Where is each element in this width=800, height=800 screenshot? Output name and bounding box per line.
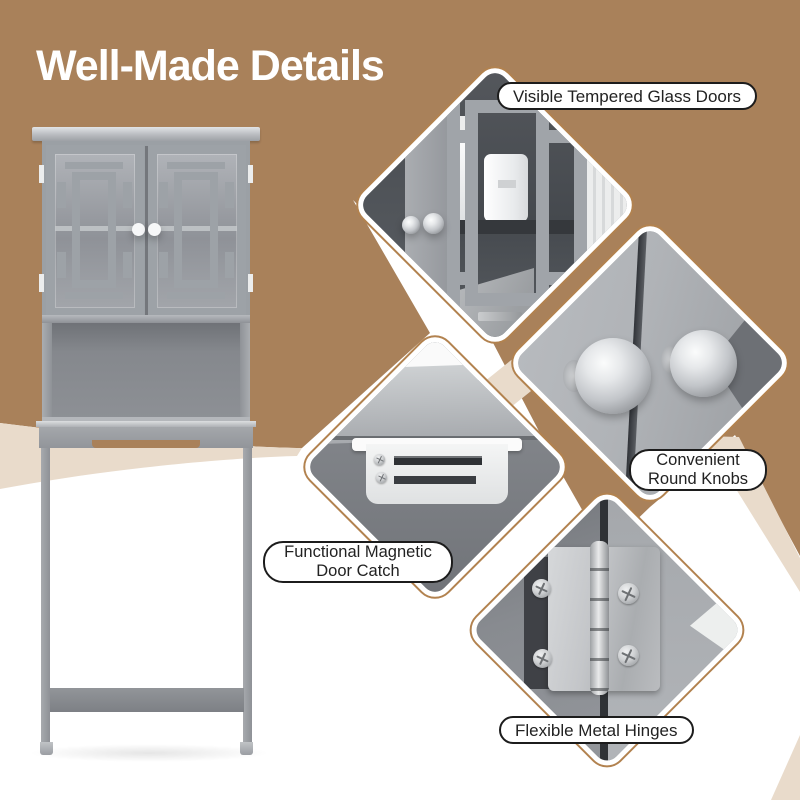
door-fret-ring [174, 172, 218, 288]
open-shelf-side-right [240, 323, 250, 423]
hinge-screw [532, 579, 551, 598]
catch-screw [376, 472, 387, 483]
door-fret-bar [167, 162, 225, 169]
door-knob-right [148, 223, 161, 236]
catch-plate-slot [394, 456, 482, 465]
callout-glass-doors: Visible Tempered Glass Doors [497, 82, 758, 110]
hinge-screw [618, 583, 639, 604]
door-fret-square [159, 182, 168, 208]
callout-door-catch-line1: Functional Magnetic [284, 543, 432, 561]
callout-door-catch: Functional Magnetic Door Catch [263, 541, 453, 583]
callout-round-knobs-line2: Round Knobs [648, 470, 748, 488]
fret-stub [458, 130, 468, 143]
hinge-screw [533, 649, 552, 668]
callout-glass-doors-label: Visible Tempered Glass Doors [513, 86, 742, 106]
catch-screw [374, 454, 385, 465]
door-shelf-line [55, 226, 135, 231]
door-fret-bar [65, 162, 123, 169]
open-shelf-side-left [42, 323, 52, 423]
door-fret-ring [72, 172, 116, 288]
open-shelf-floor [42, 417, 250, 423]
door-fret-square [159, 252, 168, 278]
stile-knob-small [402, 216, 420, 234]
door-fret-square [123, 182, 132, 208]
hinge-screw [618, 645, 639, 666]
leg-foot-right [240, 742, 253, 755]
callout-metal-hinges: Flexible Metal Hinges [499, 716, 694, 744]
door-shelf-line [157, 226, 237, 231]
round-knob-left [575, 338, 651, 414]
stile-knob-small [423, 213, 444, 234]
cabinet-bottom-rail [42, 315, 250, 323]
wall-mount-tab [39, 165, 44, 183]
beige-corner-bottom-right [771, 735, 800, 800]
cabinet-leg-left [41, 448, 50, 754]
cabinet-door-right [148, 145, 246, 317]
callout-round-knobs-line1: Convenient [656, 451, 740, 469]
door-knob-left [132, 223, 145, 236]
hinge-knuckle-lines [590, 541, 609, 695]
wall-mount-tab [248, 274, 253, 292]
callout-door-catch-line2: Door Catch [316, 562, 400, 580]
wall-mount-tab [248, 165, 253, 183]
page-title: Well-Made Details [36, 42, 385, 90]
door-gap [145, 146, 148, 316]
round-knob-right [670, 330, 737, 397]
hinge-glint [478, 312, 522, 321]
wall-mount-tab [39, 274, 44, 292]
cabinet-door-left [46, 145, 144, 317]
open-shelf-back [52, 323, 240, 419]
cabinet-top-board [32, 127, 260, 141]
leg-foot-left [40, 742, 53, 755]
door-fret-bar [167, 292, 225, 299]
catch-plate-slot [394, 476, 476, 484]
floor-shadow [28, 744, 270, 762]
door-fret-square [57, 182, 66, 208]
door-fret-square [123, 252, 132, 278]
catch-body [366, 444, 508, 504]
door-fret-square [225, 252, 234, 278]
fret-stub [458, 272, 468, 285]
door-fret-square [57, 252, 66, 278]
callout-round-knobs: Convenient Round Knobs [629, 449, 767, 491]
cabinet-leg-right [243, 448, 252, 754]
door-fret-bar [65, 292, 123, 299]
callout-metal-hinges-label: Flexible Metal Hinges [515, 720, 678, 740]
base-apron-notch [92, 440, 200, 448]
cabinet-cross-bar [50, 688, 244, 712]
base-board [36, 421, 256, 427]
fret-ring [465, 100, 549, 306]
door-fret-square [225, 182, 234, 208]
